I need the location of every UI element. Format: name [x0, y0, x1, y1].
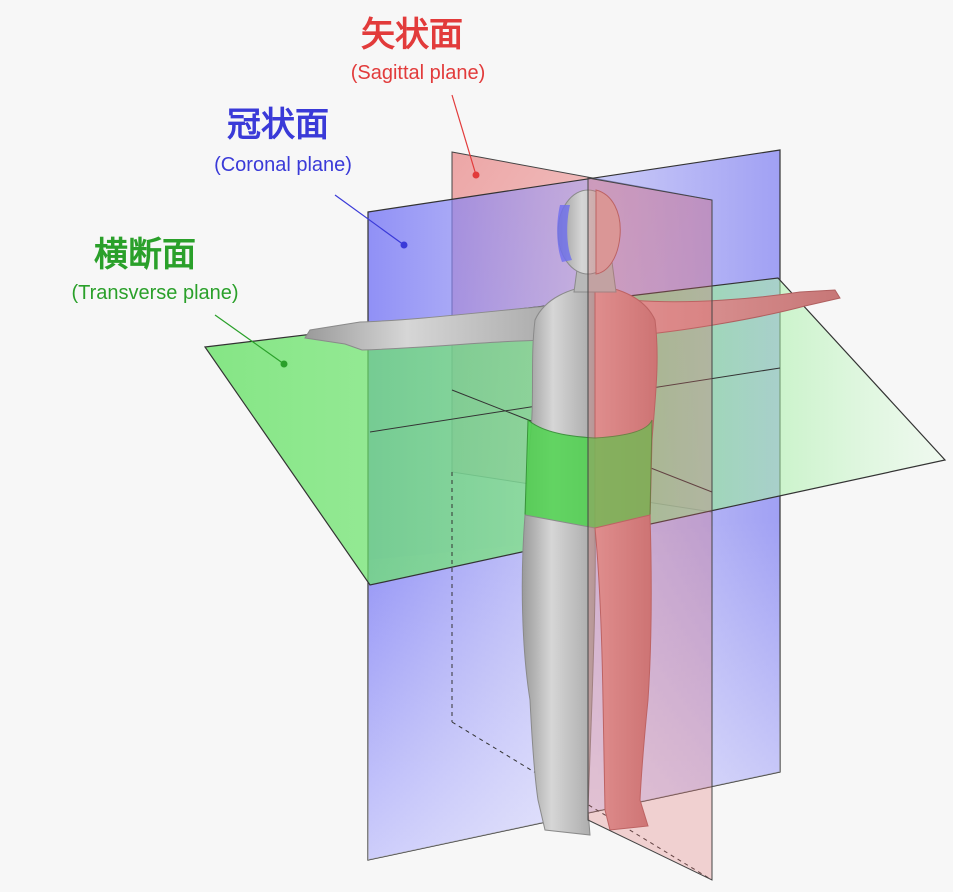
sagittal-dot — [472, 171, 480, 179]
transverse-label-en: (Transverse plane) — [71, 282, 238, 304]
transverse-label-jp: 横断面 — [94, 235, 196, 275]
sagittal-label-en: (Sagittal plane) — [351, 62, 486, 84]
left-leg — [521, 514, 596, 836]
transverse-leader — [214, 314, 285, 365]
sagittal-plane-front — [587, 177, 713, 881]
coronal-dot — [400, 241, 408, 249]
coronal-label-jp: 冠状面 — [227, 105, 329, 145]
sagittal-leader — [451, 94, 477, 176]
human-figure — [304, 189, 841, 836]
coronal-leader — [334, 194, 405, 246]
right-arm — [629, 289, 841, 336]
head-right — [595, 189, 621, 275]
head-blue-edge — [557, 205, 572, 262]
leader-lines — [214, 94, 480, 368]
right-leg — [594, 514, 652, 831]
left-arm — [304, 304, 561, 351]
transverse-dot — [280, 360, 288, 368]
coronal-label-en: (Coronal plane) — [214, 154, 352, 176]
sagittal-label-jp: 矢状面 — [361, 15, 463, 55]
